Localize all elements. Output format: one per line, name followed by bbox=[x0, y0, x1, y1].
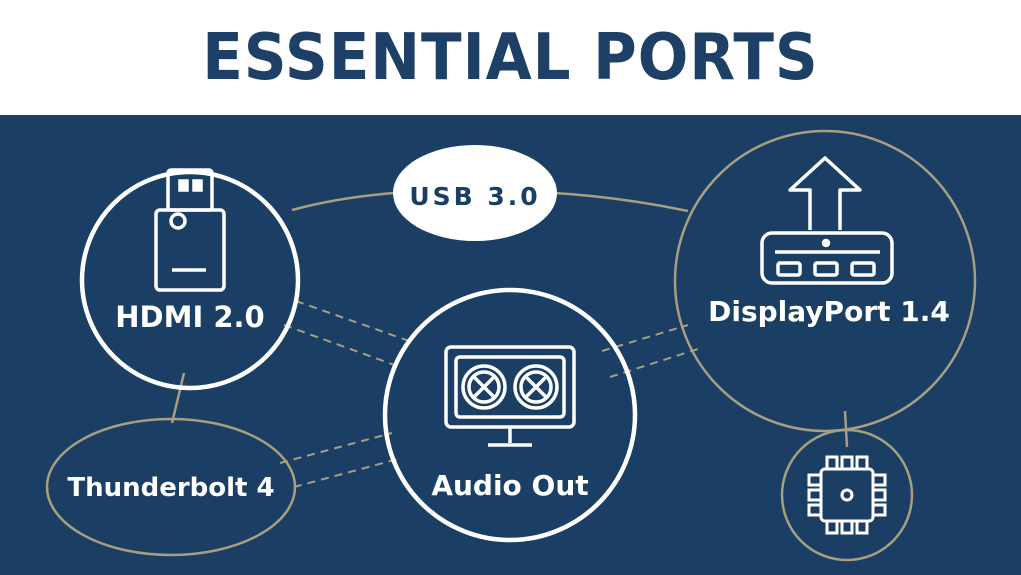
upload-hub-icon bbox=[760, 156, 894, 285]
dashed-link-hdmi-audio-2 bbox=[283, 324, 401, 368]
node-usb: USB 3.0 bbox=[393, 145, 557, 241]
usb-stick-icon bbox=[154, 168, 226, 292]
link-hdmi-usb bbox=[291, 191, 396, 212]
dashed-link-audio-displayport-2 bbox=[609, 348, 699, 378]
audio-circle bbox=[382, 287, 638, 543]
diagram-panel: HDMI 2.0 USB 3.0 DisplayPor bbox=[0, 115, 1021, 575]
node-thunderbolt: Thunderbolt 4 bbox=[45, 417, 297, 557]
displayport-label: DisplayPort 1.4 bbox=[708, 295, 950, 328]
header-band: ESSENTIAL PORTS bbox=[0, 0, 1021, 115]
dashed-link-thunderbolt-audio-2 bbox=[293, 458, 399, 488]
speaker-monitor-icon bbox=[444, 345, 576, 447]
link-hdmi-thunderbolt bbox=[170, 372, 186, 424]
link-usb-displayport bbox=[554, 191, 689, 213]
usb-label: USB 3.0 bbox=[409, 182, 540, 211]
usb-pill bbox=[393, 145, 557, 241]
hdmi-label: HDMI 2.0 bbox=[115, 300, 264, 334]
ports-diagram: HDMI 2.0 USB 3.0 DisplayPor bbox=[0, 115, 1021, 575]
dashed-link-hdmi-audio-1 bbox=[295, 300, 413, 343]
dashed-link-thunderbolt-audio-1 bbox=[279, 432, 393, 464]
thunderbolt-ellipse bbox=[45, 417, 297, 557]
displayport-circle bbox=[673, 129, 977, 433]
page-title: ESSENTIAL PORTS bbox=[202, 20, 819, 95]
node-displayport: DisplayPort 1.4 bbox=[673, 129, 977, 433]
hdmi-circle bbox=[79, 169, 301, 391]
node-audio: Audio Out bbox=[382, 287, 638, 543]
node-hdmi: HDMI 2.0 bbox=[79, 168, 301, 391]
audio-label: Audio Out bbox=[431, 469, 588, 502]
node-chip bbox=[780, 428, 914, 562]
chip-icon bbox=[807, 455, 887, 535]
thunderbolt-label: Thunderbolt 4 bbox=[67, 473, 274, 503]
chip-circle bbox=[780, 428, 914, 562]
